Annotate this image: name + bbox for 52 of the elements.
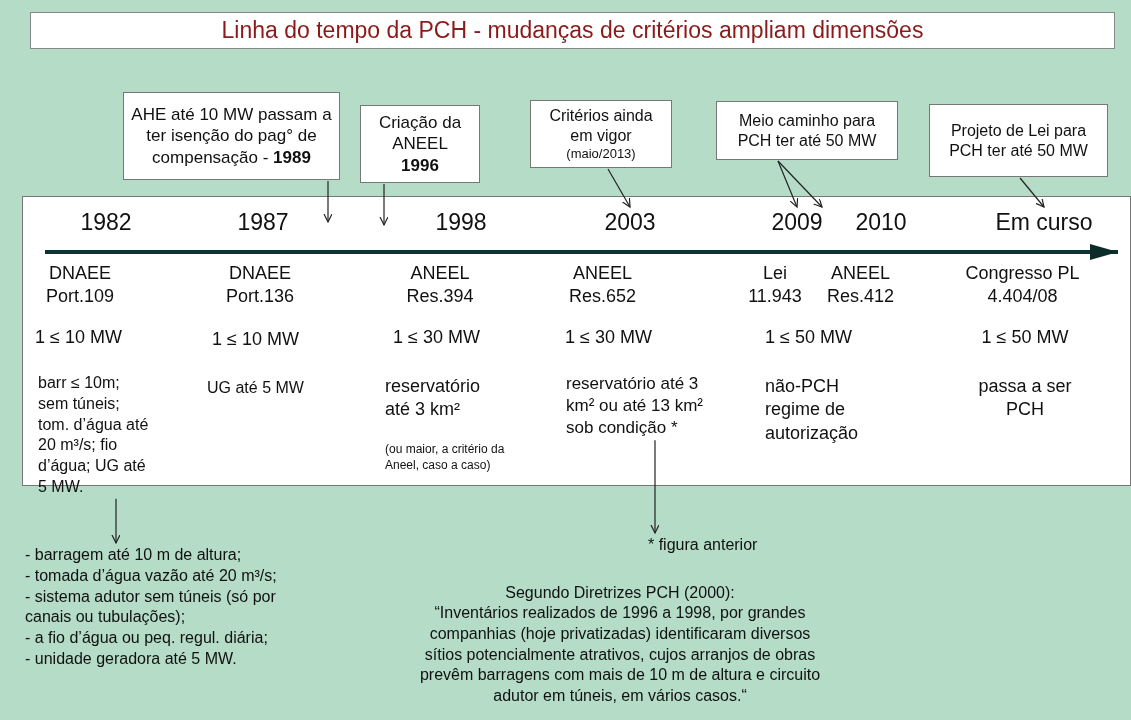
callout-text: Critérios ainda em vigor: [548, 105, 654, 146]
criteria-text: ANEEL Res.652: [567, 262, 637, 309]
footnote: * figura anterior: [648, 535, 758, 556]
callout-text: Criação da ANEEL: [377, 112, 463, 155]
criteria-text: ANEEL Res.412: [825, 262, 895, 309]
callout-box: [360, 105, 480, 183]
criteria-text: DNAEE Port.109: [44, 262, 115, 309]
criteria-text: UG até 5 MW: [207, 378, 305, 398]
year-label: 2003: [604, 209, 656, 236]
arrow: [379, 183, 389, 226]
arrow: [323, 180, 333, 223]
quote-text: “Inventários realizados de 1996 a 1998, por grandes companhias (hoje privatizadas) identificaram diversos sítios potencialmente atrativos, cujos arranjos de obras prevêm barragens com mais de 10 m de altura e circuito adutor em túneis, em vários casos.“: [418, 603, 822, 707]
criteria-text: reservatório até 3 km² ou até 13 km² sob condição *: [566, 373, 704, 440]
criteria-text: 1 ≤ 30 MW: [393, 326, 481, 349]
criteria-text: 1 ≤ 10 MW: [212, 328, 300, 351]
criteria-text: barr ≤ 10m; sem túneis; tom. d’água até 20 m³/s; fio d’água; UG até 5 MW.: [38, 373, 150, 498]
criteria-text: Lei 11.943: [747, 262, 803, 309]
arrow: [777, 160, 823, 208]
callout-box: [929, 104, 1108, 177]
year-label: Em curso: [995, 209, 1093, 236]
callout-text: 1996: [401, 154, 439, 176]
criteria-list: - barragem até 10 m de altura; - tomada d’água vazão até 20 m³/s; - sistema adutor sem túneis (só por canais ou tubulações); - a fio d’água ou peq. regul. diária; - unidade geradora até 5 MW.: [25, 545, 325, 670]
criteria-text: (ou maior, a critério da Aneel, caso a caso): [385, 442, 506, 474]
arrow: [777, 160, 799, 208]
criteria-text: 1 ≤ 50 MW: [765, 326, 853, 349]
callout-text: (maio/2013): [566, 145, 636, 163]
year-label: 1987: [237, 209, 289, 236]
criteria-text: Congresso PL 4.404/08: [965, 262, 1080, 309]
year-label: 1982: [80, 209, 132, 236]
arrow: [607, 168, 631, 208]
callout-text: Projeto de Lei para PCH ter até 50 MW: [948, 120, 1089, 161]
year-label: 2010: [855, 209, 907, 236]
callout-box: [530, 100, 672, 168]
arrow: [650, 439, 660, 534]
criteria-text: ANEEL Res.394: [405, 262, 475, 309]
callout-box: [716, 101, 898, 160]
criteria-text: passa a ser PCH: [977, 375, 1073, 422]
criteria-text: 1 ≤ 30 MW: [565, 326, 653, 349]
year-label: 1998: [435, 209, 487, 236]
criteria-text: reservatório até 3 km²: [385, 375, 482, 422]
callout-text: Meio caminho para PCH ter até 50 MW: [736, 110, 878, 151]
criteria-text: 1 ≤ 50 MW: [980, 326, 1070, 349]
year-label: 2009: [771, 209, 823, 236]
criteria-text: 1 ≤ 10 MW: [35, 326, 123, 349]
criteria-text: não-PCH regime de autorização: [765, 375, 860, 445]
quote-text: Segundo Diretrizes PCH (2000):: [504, 583, 736, 603]
callout-text: AHE até 10 MW passam a ter isenção do pag° de compensação - 1989: [130, 104, 333, 168]
arrow: [1019, 177, 1045, 208]
title: Linha do tempo da PCH - mudanças de critérios ampliam dimensões: [30, 12, 1115, 49]
callout-box: [123, 92, 340, 180]
arrow: [111, 498, 121, 544]
criteria-text: DNAEE Port.136: [224, 262, 295, 309]
